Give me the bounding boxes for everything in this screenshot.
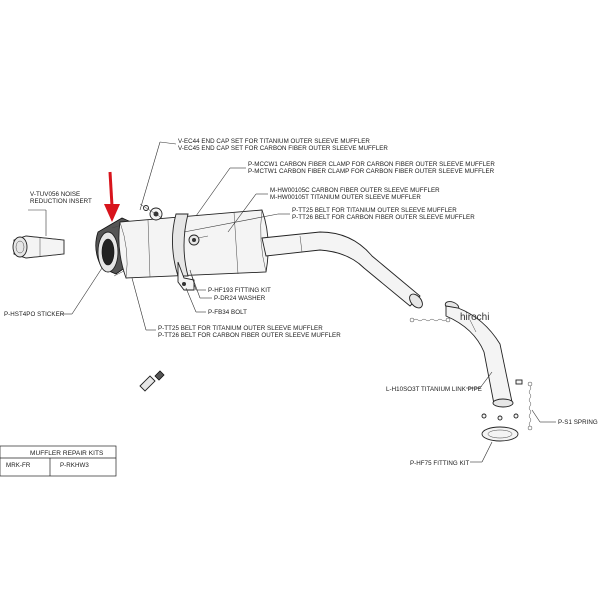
label-noise-insert-2: REDUCTION INSERT xyxy=(30,198,92,205)
red-arrow-indicator xyxy=(104,171,120,222)
watermark: hirochi xyxy=(460,312,489,323)
label-sticker: P-HST4PO STICKER xyxy=(4,311,65,318)
label-link-pipe: L-H10SO3T TITANIUM LINK PIPE xyxy=(386,386,482,393)
label-fitting-kit-bottom: P-HF75 FITTING KIT xyxy=(410,460,470,467)
small-clip xyxy=(515,379,523,385)
repair-kits-title: MUFFLER REPAIR KITS xyxy=(30,450,104,457)
label-clamp-ti: P-MCCW1 CARBON FIBER CLAMP FOR CARBON FI… xyxy=(248,161,495,168)
leader-lines xyxy=(60,141,556,463)
label-fitting-kit-top: P-HF193 FITTING KIT xyxy=(208,287,271,294)
mid-pipe xyxy=(261,231,423,309)
label-belt-ti-bottom: P-TT25 BELT FOR TITANIUM OUTER SLEEVE MU… xyxy=(158,325,323,332)
label-noise-insert-1: V-TUV056 NOISE xyxy=(30,191,80,198)
hanger-bracket xyxy=(177,261,195,291)
label-belt-ti-top: P-TT25 BELT FOR TITANIUM OUTER SLEEVE MU… xyxy=(292,207,457,214)
label-washer: P-DR24 WASHER xyxy=(214,295,266,302)
noise-reduction-insert xyxy=(12,235,65,259)
sticker-tube xyxy=(139,370,165,392)
titanium-link-pipe xyxy=(444,301,514,408)
repair-kit-left: MRK-FR xyxy=(6,462,31,469)
bolt-washer-set xyxy=(139,203,163,221)
label-muffler-carbon: M-HW00105C CARBON FIBER OUTER SLEEVE MUF… xyxy=(270,187,440,194)
spring-middle xyxy=(409,317,451,323)
muffler-clamp xyxy=(172,213,209,277)
spring-right xyxy=(527,381,533,431)
repair-kit-right: P-RKHW3 xyxy=(60,462,89,469)
label-belt-carbon-top: P-TT26 BELT FOR CARBON FIBER OUTER SLEEV… xyxy=(292,214,475,221)
label-belt-carbon-bottom: P-TT26 BELT FOR CARBON FIBER OUTER SLEEV… xyxy=(158,332,341,339)
label-clamp-carbon: P-MCTW1 CARBON FIBER CLAMP FOR CARBON FI… xyxy=(248,168,495,175)
repair-kits-table: MUFFLER REPAIR KITS MRK-FR P-RKHW3 xyxy=(0,445,117,477)
label-bolt: P-FB34 BOLT xyxy=(208,309,247,316)
fitting-kit-bottom-part xyxy=(481,413,519,442)
label-muffler-ti: M-HW00105T TITANIUM OUTER SLEEVE MUFFLER xyxy=(270,194,421,201)
label-end-cap-carbon: V-EC45 END CAP SET FOR CARBON FIBER OUTE… xyxy=(178,145,388,152)
label-end-cap-ti: V-EC44 END CAP SET FOR TITANIUM OUTER SL… xyxy=(178,138,370,145)
label-spring: P-S1 SPRING xyxy=(558,419,598,426)
